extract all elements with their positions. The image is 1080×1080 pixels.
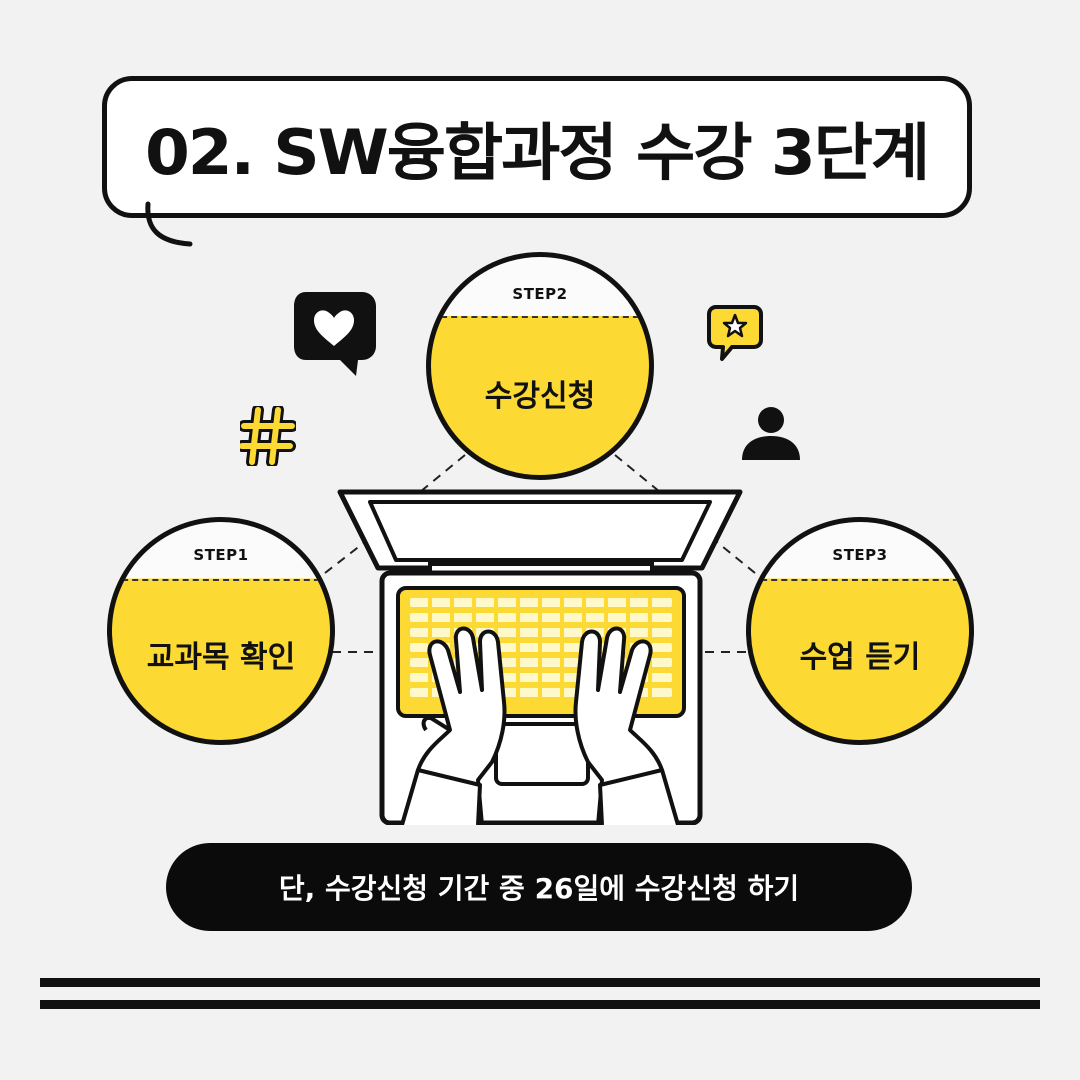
note-text: 단, 수강신청 기간 중 26일에 수강신청 하기	[278, 872, 800, 905]
laptop-icon	[337, 489, 743, 825]
user-icon	[742, 407, 800, 460]
bottom-rule-1	[40, 978, 1040, 987]
step-1-circle: STEP1 교과목 확인	[107, 517, 335, 745]
bottom-rule-2	[40, 1000, 1040, 1009]
heart-chat-icon	[294, 292, 376, 376]
step-3-name: 수업 듣기	[799, 640, 921, 675]
step-2-name: 수강신청	[484, 379, 596, 414]
step-1-label: STEP1	[193, 546, 249, 564]
step-3-circle: STEP3 수업 듣기	[746, 517, 974, 745]
step-1-name: 교과목 확인	[146, 640, 296, 675]
title-bubble: 02. SW융합과정 수강 3단계	[102, 76, 972, 218]
star-chat-icon	[707, 305, 763, 361]
bubble-tail	[145, 201, 193, 247]
step-3-label: STEP3	[832, 546, 888, 564]
step-2-circle: STEP2 수강신청	[426, 252, 654, 480]
page-title: 02. SW융합과정 수강 3단계	[145, 116, 930, 189]
hashtag-icon	[240, 406, 296, 466]
step-2-label: STEP2	[512, 285, 568, 303]
note-banner: 단, 수강신청 기간 중 26일에 수강신청 하기	[166, 843, 912, 931]
